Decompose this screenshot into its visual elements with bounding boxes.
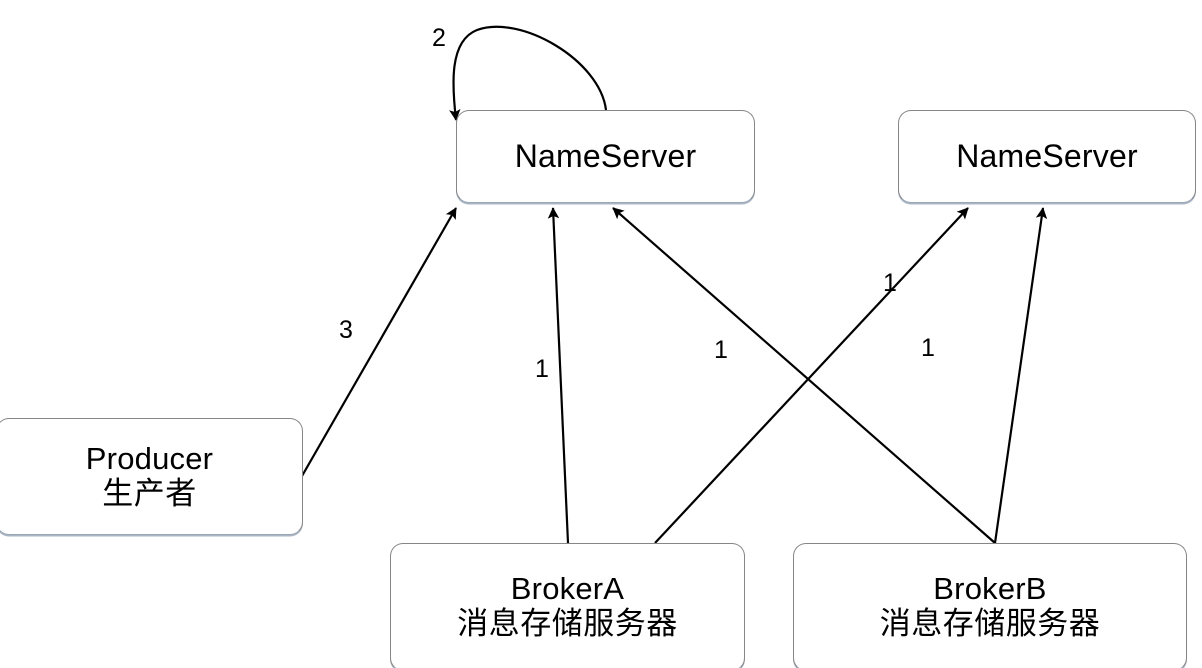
node-broker-b[interactable]: BrokerB 消息存储服务器: [793, 543, 1187, 668]
edge-brokerb-to-nameserver-right: [993, 207, 1048, 544]
edge-label-3: 3: [339, 316, 353, 344]
node-broker-a-label-en: BrokerA: [510, 571, 625, 607]
edge-producer-to-nameserver-left: [301, 207, 457, 477]
node-broker-b-label-zh: 消息存储服务器: [879, 606, 1101, 641]
edge-brokera-to-nameserver-right: [654, 207, 969, 544]
node-broker-b-label-en: BrokerB: [933, 571, 1047, 607]
node-broker-a-label-zh: 消息存储服务器: [457, 606, 678, 641]
node-nameserver-right[interactable]: NameServer: [898, 110, 1196, 203]
edge-label-1-brokera-right: 1: [883, 269, 897, 297]
node-nameserver-right-label: NameServer: [956, 137, 1138, 174]
edge-brokera-to-nameserver-left: [547, 207, 570, 544]
node-producer-label-en: Producer: [85, 440, 214, 476]
edge-brokerb-to-nameserver-left: [612, 207, 996, 544]
node-nameserver-left[interactable]: NameServer: [456, 110, 755, 203]
node-producer-label-zh: 生产者: [102, 475, 197, 511]
edge-label-1-brokera-left: 1: [535, 355, 549, 383]
edge-label-1-brokerb-left: 1: [714, 336, 728, 364]
edge-label-2: 2: [432, 24, 446, 52]
node-producer[interactable]: Producer 生产者: [0, 418, 303, 535]
edge-label-1-brokerb-right: 1: [921, 334, 935, 362]
node-broker-a[interactable]: BrokerA 消息存储服务器: [390, 543, 745, 668]
edge-nameserver-self-loop: [449, 25, 608, 121]
node-nameserver-left-label: NameServer: [514, 137, 697, 174]
